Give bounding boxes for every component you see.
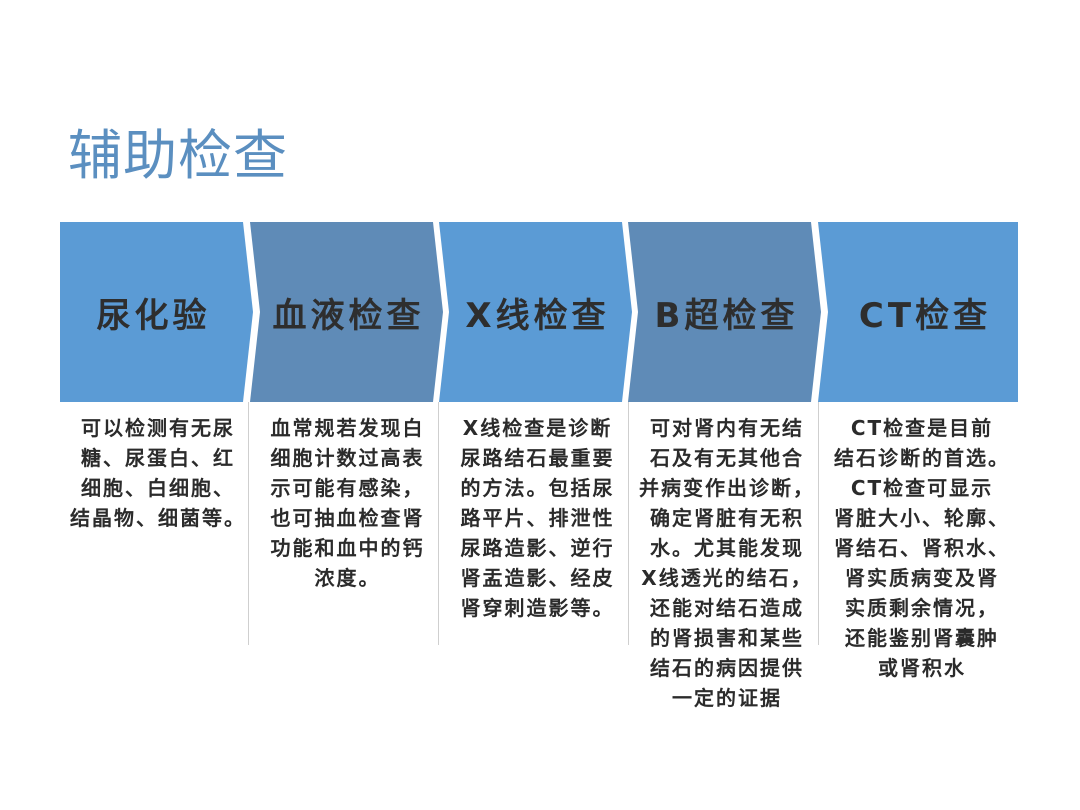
description-line: 实质剩余情况， [845, 596, 999, 620]
description-line: 的肾损害和某些 [650, 626, 804, 650]
description-line: 肾实质病变及肾 [845, 566, 999, 590]
description-line: CT检查是目前 [850, 416, 994, 440]
description-line: 一定的证据 [672, 686, 782, 710]
column-divider [818, 402, 819, 645]
description-line: 可以检测有无尿 [81, 416, 235, 440]
description-line: 结石的病因提供 [650, 656, 804, 680]
description-line: 还能对结石造成 [650, 596, 804, 620]
description-line: 尿路结石最重要 [460, 446, 615, 470]
step-chevron-xray: X线检查 [439, 222, 632, 402]
step-description-ct: CT检查是目前 结石诊断的首选。 CT检查可显示 肾脏大小、轮廓、 肾结石、肾积… [818, 413, 1018, 683]
description-line: X线检查是诊断 [462, 416, 613, 440]
description-line: 尿路造影、逆行 [460, 536, 615, 560]
column-divider [438, 402, 439, 645]
column-divider [628, 402, 629, 645]
step-chevron-ct: CT检查 [818, 222, 1018, 402]
step-label: 尿化验 [96, 295, 211, 336]
description-line: 或肾积水 [878, 656, 966, 680]
description-line: 确定肾脏有无积 [650, 506, 804, 530]
step-label: X线检查 [465, 295, 610, 336]
column-divider [248, 402, 249, 645]
step-description-blood-test: 血常规若发现白 细胞计数过高表 示可能有感染， 也可抽血检查肾 功能和血中的钙 … [249, 413, 438, 593]
description-line: 并病变作出诊断， [639, 476, 815, 500]
step-description-ultrasound: 可对肾内有无结 石及有无其他合 并病变作出诊断， 确定肾脏有无积 水。尤其能发现… [628, 413, 818, 713]
description-line: 还能鉴别肾囊肿 [845, 626, 999, 650]
step-label: 血液检查 [272, 295, 425, 336]
description-line: 也可抽血检查肾 [270, 506, 425, 530]
step-description-urinalysis: 可以检测有无尿 糖、尿蛋白、红 细胞、白细胞、 结晶物、细菌等。 [60, 413, 248, 533]
description-line: 结石诊断的首选。 [834, 446, 1010, 470]
description-line: 的方法。包括尿 [460, 476, 615, 500]
description-line: 可对肾内有无结 [650, 416, 804, 440]
step-chevron-ultrasound: B超检查 [628, 222, 821, 402]
description-line: 浓度。 [314, 566, 381, 590]
description-line: X线透光的结石， [641, 566, 813, 590]
step-label: CT检查 [858, 295, 992, 336]
description-line: 糖、尿蛋白、红 [81, 446, 235, 470]
step-label: B超检查 [654, 295, 799, 336]
description-line: 细胞计数过高表 [270, 446, 425, 470]
step-description-xray: X线检查是诊断 尿路结石最重要 的方法。包括尿 路平片、排泄性 尿路造影、逆行 … [439, 413, 628, 623]
step-chevron-urinalysis: 尿化验 [60, 222, 253, 402]
description-line: 细胞、白细胞、 [81, 476, 235, 500]
description-line: CT检查可显示 [850, 476, 994, 500]
description-line: 示可能有感染， [270, 476, 425, 500]
description-line: 肾结石、肾积水、 [834, 536, 1010, 560]
description-line: 功能和血中的钙 [270, 536, 425, 560]
description-line: 肾盂造影、经皮 [460, 566, 615, 590]
description-line: 路平片、排泄性 [460, 506, 615, 530]
description-line: 肾穿刺造影等。 [460, 596, 615, 620]
step-chevron-blood-test: 血液检查 [250, 222, 443, 402]
description-line: 水。尤其能发现 [650, 536, 804, 560]
page-title: 辅助检查 [68, 124, 288, 187]
description-line: 肾脏大小、轮廓、 [834, 506, 1010, 530]
description-line: 血常规若发现白 [270, 416, 425, 440]
description-line: 结晶物、细菌等。 [70, 506, 246, 530]
description-line: 石及有无其他合 [650, 446, 804, 470]
